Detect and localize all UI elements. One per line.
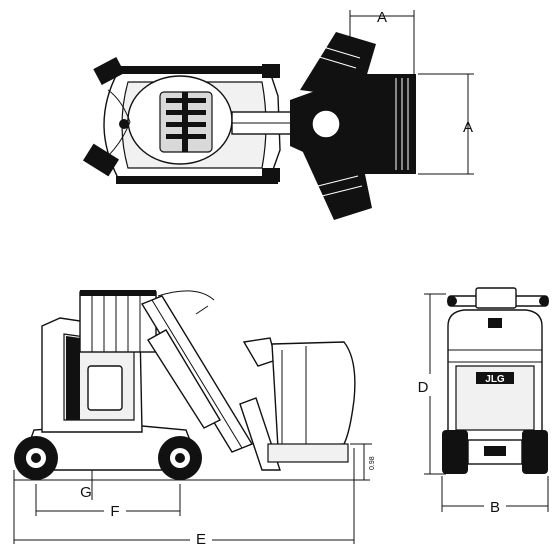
rear-view-brand-text: JLG [485,374,505,385]
side-view-mast [79,291,157,353]
top-view-hitch [119,119,129,129]
side-view-housing-shade [66,336,80,420]
side-view: 0.98 G F E [13,290,376,548]
top-view-track-upper [116,66,278,74]
side-view-boom-cylinder [147,329,221,429]
top-view-mast-rungs [166,92,206,152]
dim-label-small: 0.98 [369,456,376,470]
top-view-wheel-rear-right [262,168,280,182]
top-view-wheel-front-left [93,56,125,86]
top-view: A A [82,9,474,220]
dim-label-f: F [110,503,119,520]
side-view-mast-lines [91,292,141,352]
top-view-basket-main [352,74,416,174]
rear-view-axle [467,439,523,465]
dim-label-b: B [490,499,500,516]
side-view-door [87,365,123,411]
top-view-track-lower [116,176,278,184]
side-view-platform-floor [267,443,349,463]
top-view-rotator [311,109,341,139]
rear-view-wheel-right [522,430,548,474]
rear-view-wheel-left [442,430,468,474]
top-view-hood-line [107,89,131,157]
dim-label-a-right: A [463,119,473,136]
dim-label-d: D [418,379,429,396]
dim-label-a-top: A [377,9,387,26]
side-view-swing-arc [157,290,215,301]
rear-view: JLG D B [418,287,549,516]
top-view-wheel-rear-left [262,64,280,78]
top-view-wheel-front-right [82,143,120,177]
dim-label-g: G [80,484,92,501]
dim-label-e: E [196,531,206,544]
rear-view-platform-top [475,287,517,309]
side-view-rail [242,337,277,367]
rear-view-brand-mark [476,372,514,384]
side-view-platform [271,341,356,449]
top-view-basket-slats [315,45,409,197]
